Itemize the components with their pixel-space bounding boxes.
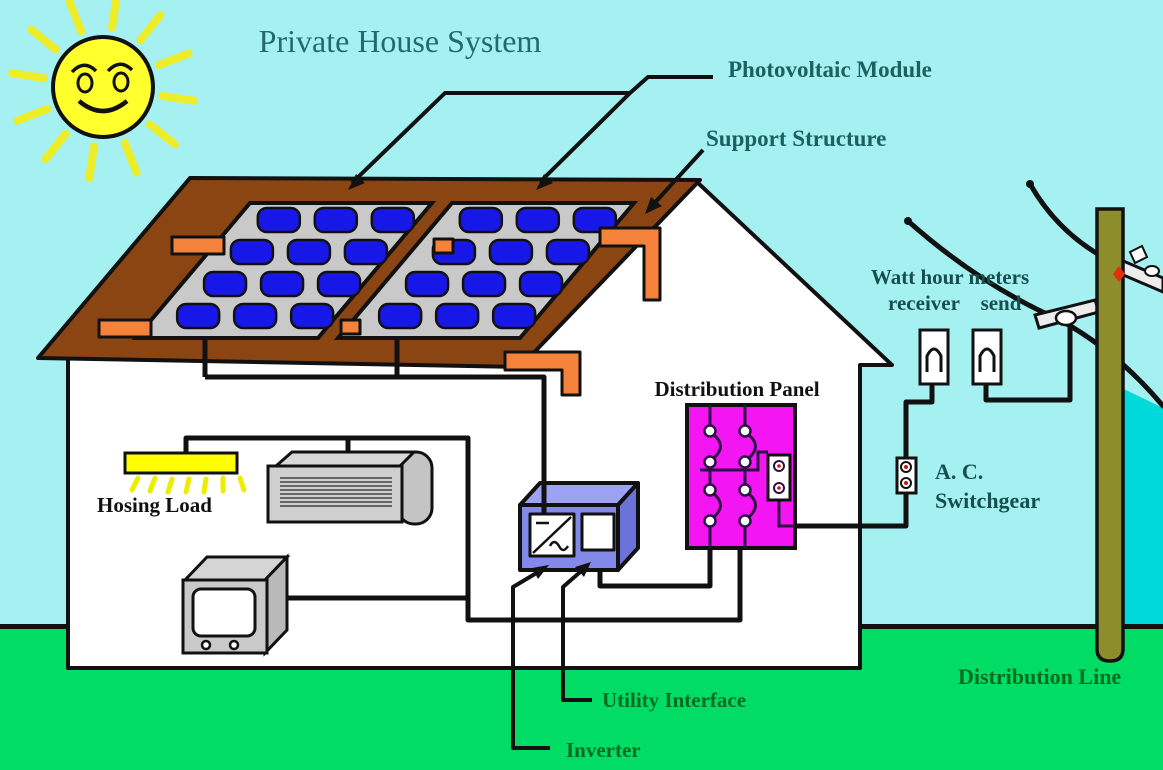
solar-cell bbox=[377, 302, 423, 330]
television bbox=[181, 553, 291, 657]
solar-cell bbox=[286, 238, 332, 266]
tv-knob bbox=[228, 639, 240, 651]
insulator bbox=[1144, 265, 1160, 277]
upper-crossarm bbox=[1119, 244, 1163, 294]
sun bbox=[8, 0, 198, 182]
light-fixture bbox=[123, 451, 247, 495]
label-photovoltaic-module: Photovoltaic Module bbox=[728, 57, 932, 82]
tv-screen bbox=[191, 587, 257, 638]
support-structure-pointer bbox=[648, 148, 705, 210]
solar-cell bbox=[461, 270, 507, 298]
solar-cell bbox=[175, 302, 221, 330]
insulator bbox=[1054, 309, 1078, 327]
tv-knob bbox=[200, 639, 212, 651]
support-bracket-L bbox=[503, 350, 582, 397]
dc-ac-symbol-panel bbox=[528, 512, 576, 558]
label-distribution-line: Distribution Line bbox=[958, 664, 1121, 689]
solar-cell bbox=[202, 270, 248, 298]
support-bracket bbox=[170, 235, 226, 256]
label-utility-interface: Utility Interface bbox=[602, 688, 746, 712]
label-support-structure: Support Structure bbox=[706, 126, 886, 151]
sun-ray bbox=[41, 129, 70, 163]
watt-hour-meter-send bbox=[971, 328, 1003, 386]
label-pointers bbox=[350, 75, 713, 750]
inverter-label-pointer bbox=[511, 566, 550, 750]
solar-cell bbox=[229, 238, 275, 266]
switchgear-to-meter-wire bbox=[903, 382, 935, 458]
solar-cell bbox=[515, 206, 561, 234]
air-conditioner bbox=[266, 450, 434, 526]
utility-interface-panel bbox=[580, 512, 616, 552]
label-distribution-panel: Distribution Panel bbox=[654, 377, 819, 401]
sun-ray bbox=[8, 69, 48, 83]
page-title: Private House System bbox=[259, 23, 542, 59]
support-bracket bbox=[97, 318, 153, 339]
watt-hour-meter-receiver bbox=[918, 328, 950, 386]
sun-ray bbox=[13, 104, 52, 125]
sun-ray bbox=[145, 120, 179, 149]
load-ceiling-bus bbox=[183, 435, 743, 623]
solar-cell bbox=[572, 206, 618, 234]
solar-cell bbox=[491, 302, 537, 330]
sun-face bbox=[70, 62, 134, 114]
solar-cell bbox=[404, 270, 450, 298]
pv-dc-bus bbox=[205, 374, 547, 514]
solar-cell bbox=[458, 206, 504, 234]
label-meter-receiver: receiver bbox=[888, 291, 960, 315]
sun-ray bbox=[85, 142, 99, 182]
label-inverter: Inverter bbox=[566, 738, 641, 762]
solar-cell bbox=[370, 206, 416, 234]
solar-cell bbox=[232, 302, 278, 330]
arrowheads bbox=[348, 174, 662, 579]
pole-insulator-red bbox=[1113, 266, 1125, 282]
utility-interface-pointer bbox=[561, 564, 592, 702]
support-bracket-L bbox=[598, 226, 662, 302]
sun-ray bbox=[158, 91, 198, 105]
ac-switchgear-box bbox=[895, 456, 918, 495]
label-ac-switchgear-2: Switchgear bbox=[935, 488, 1040, 513]
wire-end-cap bbox=[904, 217, 912, 225]
solar-cell bbox=[259, 270, 305, 298]
distribution-panel-box bbox=[685, 403, 797, 550]
sun-ray bbox=[120, 138, 141, 177]
solar-cell bbox=[316, 270, 362, 298]
solar-cell bbox=[256, 206, 302, 234]
sun-ray bbox=[27, 25, 61, 54]
label-watt-hour-meters: Watt hour meters bbox=[871, 265, 1029, 289]
wire-end-cap bbox=[1026, 180, 1034, 188]
send-meter-to-pole-wire bbox=[983, 324, 1073, 403]
support-brackets bbox=[97, 226, 662, 397]
solar-cell bbox=[289, 302, 335, 330]
support-bracket bbox=[339, 318, 362, 336]
utility-pole bbox=[1095, 207, 1125, 663]
solar-cell bbox=[518, 270, 564, 298]
sun-ray bbox=[154, 49, 193, 70]
label-meter-send: send bbox=[981, 291, 1022, 315]
solar-cell bbox=[545, 238, 591, 266]
solar-cell bbox=[343, 238, 389, 266]
insulator bbox=[1128, 244, 1149, 265]
solar-cell bbox=[313, 206, 359, 234]
sun-ray bbox=[136, 11, 165, 45]
sun-rays bbox=[8, 0, 198, 182]
pv-module-pointer-branch bbox=[538, 91, 632, 184]
label-ac-switchgear-1: A. C. bbox=[935, 459, 983, 484]
panel-to-switchgear-wire bbox=[795, 492, 909, 529]
breaker-terminals bbox=[703, 424, 752, 528]
sun-ray bbox=[65, 0, 86, 36]
support-bracket bbox=[432, 237, 455, 255]
inverter-unit bbox=[518, 481, 640, 572]
sun-ray bbox=[107, 0, 121, 32]
solar-cell bbox=[488, 238, 534, 266]
light-rays bbox=[129, 475, 247, 495]
panel-main-switch bbox=[766, 453, 792, 502]
ac-vents bbox=[280, 477, 392, 507]
solar-cell bbox=[434, 302, 480, 330]
label-hosing-load: Hosing Load bbox=[97, 493, 212, 517]
